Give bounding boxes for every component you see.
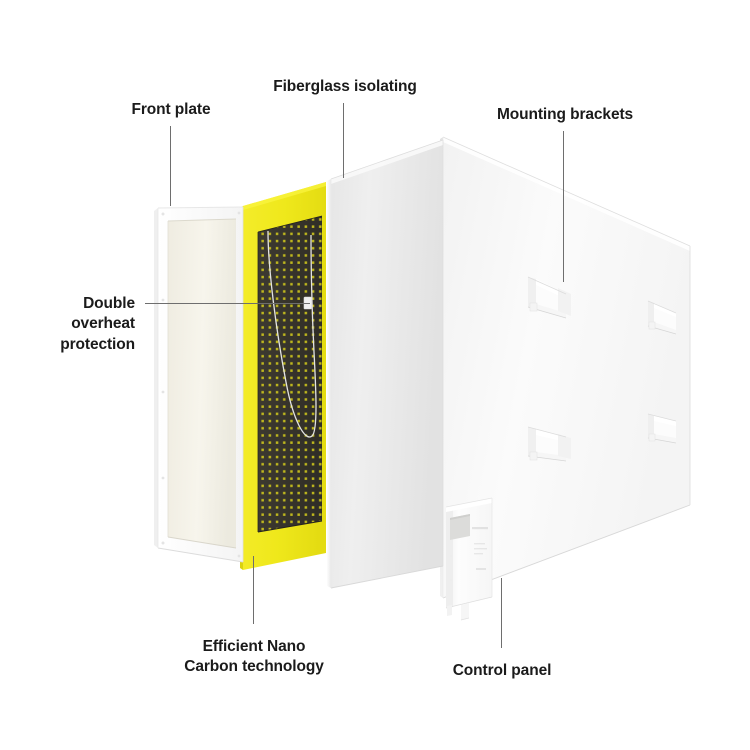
control-panel-display <box>450 514 470 540</box>
overheat-sensor-wire <box>267 230 317 438</box>
control-panel-feet <box>447 603 470 621</box>
label-efficient-nano-carbon-technology: Efficient Nano Carbon technology <box>184 638 324 676</box>
leader-front-plate <box>170 126 172 206</box>
leader-control-panel <box>501 578 503 648</box>
control-panel-markings <box>472 527 488 570</box>
mounting-brackets <box>527 276 677 462</box>
mounting-bracket <box>647 413 677 444</box>
label-front-plate: Front plate <box>131 101 211 118</box>
mounting-bracket <box>527 276 571 319</box>
label-control-panel: Control panel <box>452 662 552 679</box>
leader-efficient-nano-carbon-technology <box>253 556 255 624</box>
label-double-overheat-protection: Double overheat protection <box>60 295 135 353</box>
fiberglass-isolating-layer <box>327 139 444 589</box>
label-fiberglass-isolating: Fiberglass isolating <box>273 78 417 95</box>
carbon-perforation-pattern <box>258 216 322 532</box>
front-plate-screws <box>161 211 241 558</box>
nano-carbon-layer <box>240 182 326 570</box>
front-plate-layer <box>154 206 244 563</box>
control-panel <box>445 497 493 621</box>
mounting-bracket <box>647 300 677 335</box>
leader-fiberglass-isolating <box>343 103 345 178</box>
label-mounting-brackets: Mounting brackets <box>496 106 634 123</box>
back-panel <box>440 136 691 599</box>
mounting-bracket <box>527 426 571 462</box>
leader-double-overheat-protection <box>145 303 310 305</box>
leader-mounting-brackets <box>563 131 565 282</box>
